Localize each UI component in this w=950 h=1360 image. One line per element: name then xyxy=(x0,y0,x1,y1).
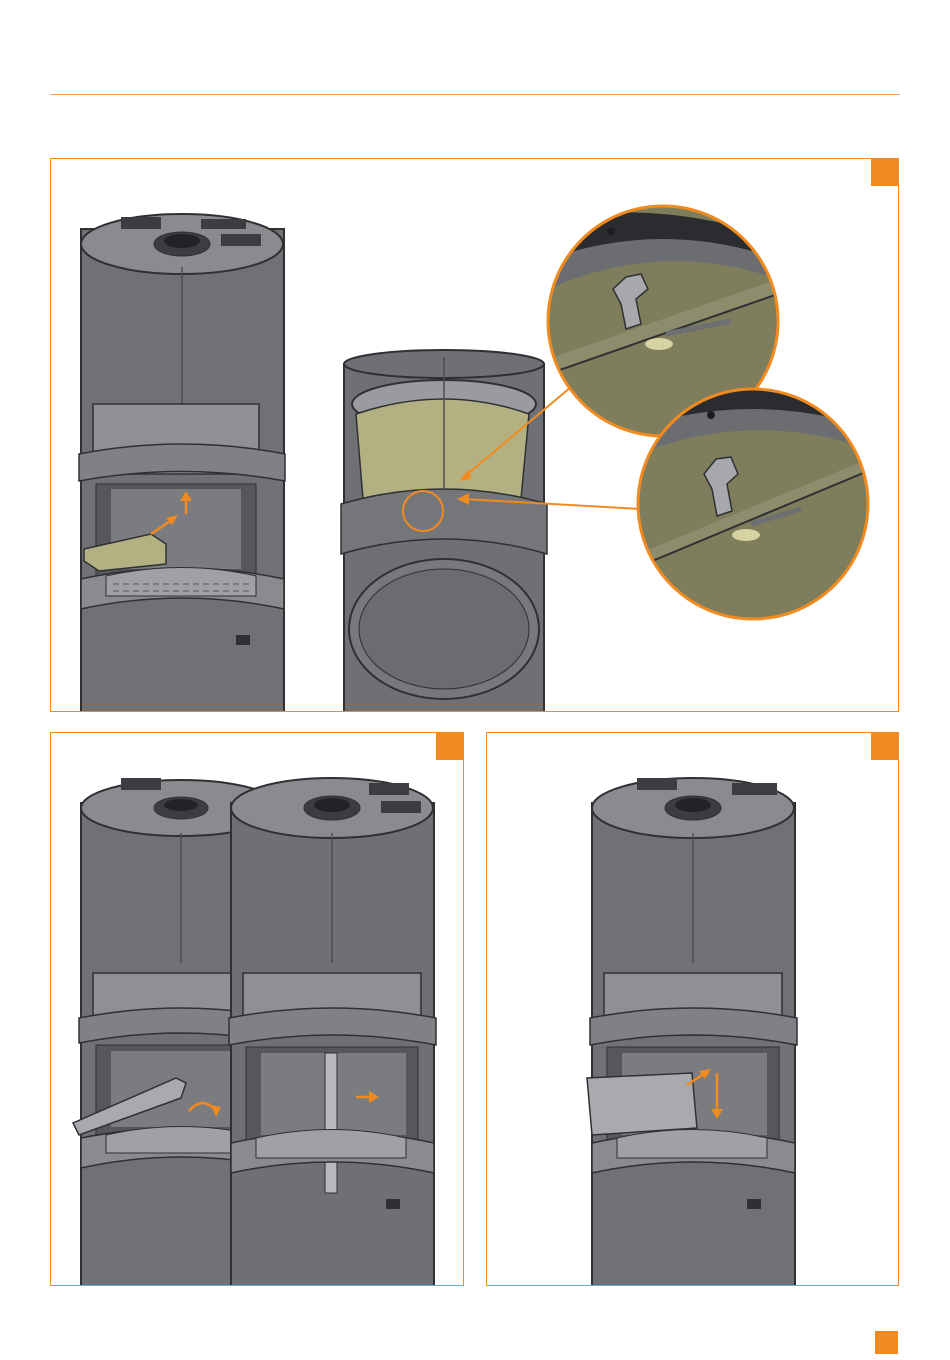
stove-left xyxy=(79,214,285,712)
stove-main xyxy=(587,778,797,1286)
detail-view-2 xyxy=(638,385,868,619)
stove-illustration-3 xyxy=(487,733,899,1286)
figure-panel-1 xyxy=(50,158,899,712)
stove-right xyxy=(229,778,436,1286)
header-rule xyxy=(50,94,900,95)
stove-illustration-2 xyxy=(51,733,464,1286)
page-corner-marker xyxy=(875,1331,898,1354)
stove-illustration-1 xyxy=(51,159,899,712)
figure-panel-3 xyxy=(486,732,899,1286)
figure-panel-2 xyxy=(50,732,464,1286)
